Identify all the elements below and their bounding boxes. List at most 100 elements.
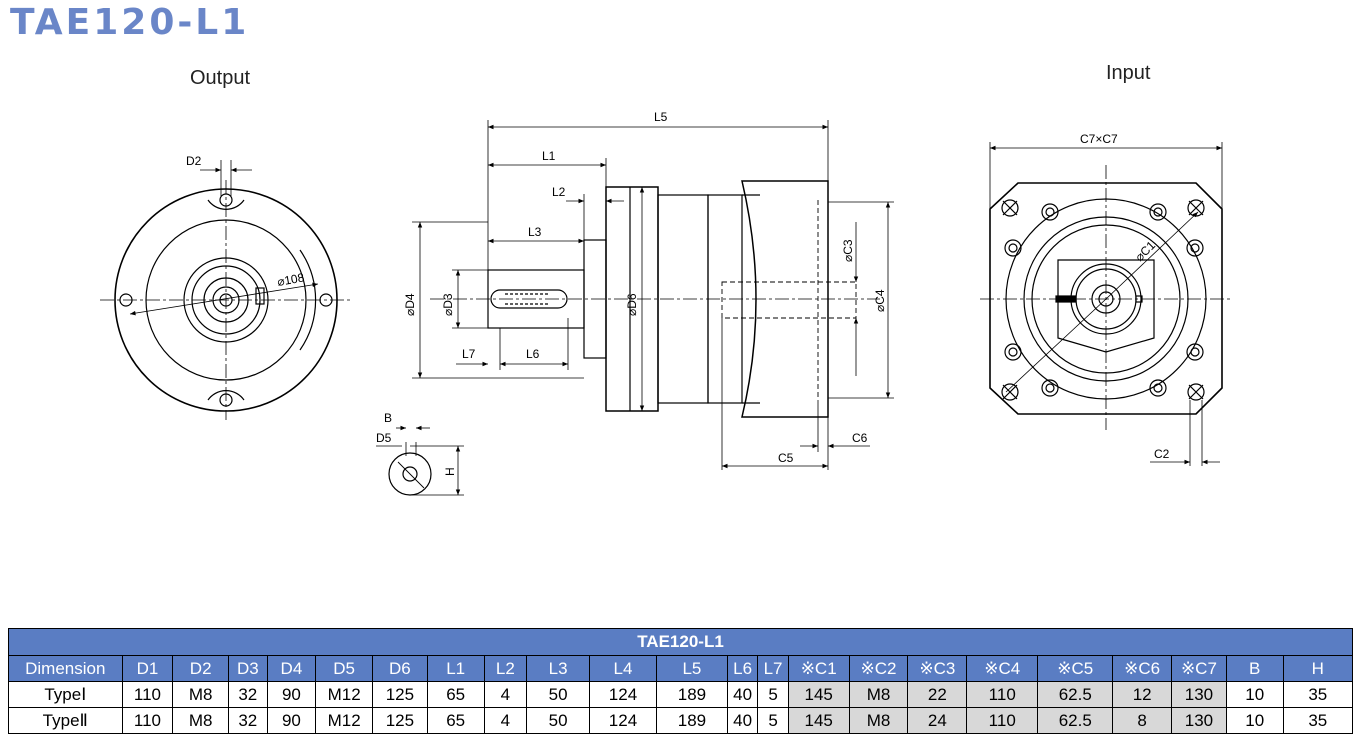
dim-d2-label: D2 — [186, 154, 202, 168]
dim-c3-label: ⌀C3 — [841, 239, 855, 262]
table-cell: 35 — [1282, 707, 1354, 734]
table-header-cell: L6 — [726, 655, 759, 682]
table-cell: 5 — [757, 681, 789, 708]
table-cell: 145 — [787, 707, 850, 734]
table-cell: 4 — [483, 707, 528, 734]
dim-d3-label: ⌀D3 — [441, 293, 455, 316]
table-cell: M8 — [848, 681, 909, 708]
table-header-cell: L7 — [757, 655, 789, 682]
table-header-cell: H — [1282, 655, 1354, 682]
table-caption: TAE120-L1 — [8, 628, 1353, 656]
table-header-cell: D6 — [372, 655, 428, 682]
input-view — [980, 142, 1232, 466]
table-header-cell: B — [1225, 655, 1284, 682]
table-header-cell: D2 — [172, 655, 230, 682]
bolt-holes — [1004, 203, 1204, 397]
table-header-cell: L5 — [655, 655, 728, 682]
table-cell: 65 — [426, 707, 485, 734]
dim-l1-label: L1 — [542, 149, 556, 163]
table-header-cell: L1 — [426, 655, 485, 682]
table-header-cell: D3 — [228, 655, 268, 682]
dim-b-label: B — [384, 411, 392, 425]
key-detail — [376, 425, 464, 496]
table-cell: 4 — [483, 681, 528, 708]
dim-d6-label: ⌀D6 — [625, 293, 639, 316]
table-header-cell: ※C3 — [907, 655, 968, 682]
table-cell: M12 — [315, 681, 374, 708]
dim-d4-label: ⌀D4 — [403, 293, 417, 316]
dim-c2-label: C2 — [1154, 447, 1170, 461]
table-cell: 130 — [1171, 681, 1227, 708]
table-cell: 90 — [266, 707, 317, 734]
table-header-cell: ※C5 — [1037, 655, 1114, 682]
table-cell: 24 — [907, 707, 968, 734]
table-cell: 110 — [121, 681, 174, 708]
technical-drawing: D2 ⌀108 — [100, 110, 1232, 496]
table-cell: M12 — [315, 707, 374, 734]
table-header-cell: D1 — [121, 655, 174, 682]
dim-c7c7-label: C7×C7 — [1080, 132, 1118, 146]
table-cell: 10 — [1225, 681, 1284, 708]
table-header-cell: ※C7 — [1171, 655, 1227, 682]
table-cell: 12 — [1112, 681, 1173, 708]
table-header-cell: L4 — [589, 655, 657, 682]
table-cell: 32 — [228, 681, 268, 708]
table-cell: M8 — [172, 707, 230, 734]
table-cell: 125 — [372, 681, 428, 708]
output-view — [100, 160, 352, 420]
table-cell: 32 — [228, 707, 268, 734]
table-cell: 50 — [526, 681, 591, 708]
dim-dia108-label: ⌀108 — [276, 270, 306, 289]
dim-c4-label: ⌀C4 — [873, 289, 887, 312]
dim-c5-label: C5 — [778, 451, 794, 465]
table-cell: 125 — [372, 707, 428, 734]
dim-l2-label: L2 — [552, 185, 566, 199]
dim-c6-label: C6 — [852, 431, 868, 445]
table-cell: 189 — [655, 681, 728, 708]
table-header-cell: D5 — [315, 655, 374, 682]
table-cell: 50 — [526, 707, 591, 734]
table-cell: 62.5 — [1037, 681, 1114, 708]
table-cell: 124 — [589, 707, 657, 734]
table-cell: 189 — [655, 707, 728, 734]
table-cell: 5 — [757, 707, 789, 734]
table-row-header: TypeⅠ — [8, 681, 123, 708]
table-cell: 10 — [1225, 707, 1284, 734]
table-cell: 8 — [1112, 707, 1173, 734]
table-header-cell: L3 — [526, 655, 591, 682]
table-cell: 65 — [426, 681, 485, 708]
table-cell: 124 — [589, 681, 657, 708]
output-view-label: Output — [190, 67, 251, 89]
page-title: TAE120-L1 — [10, 2, 250, 43]
table-cell: 40 — [726, 681, 759, 708]
dim-d5-label: D5 — [376, 431, 392, 445]
table-cell: 62.5 — [1037, 707, 1114, 734]
dim-h-label: H — [443, 467, 457, 476]
dim-l7-label: L7 — [462, 347, 476, 361]
table-header-cell: Dimension — [8, 655, 123, 682]
table-header-cell: D4 — [266, 655, 317, 682]
table-header-cell: ※C6 — [1112, 655, 1173, 682]
table-header-cell: ※C2 — [848, 655, 909, 682]
table-header-cell: ※C1 — [787, 655, 850, 682]
table-header-cell: L2 — [483, 655, 528, 682]
dim-l5-label: L5 — [654, 110, 668, 124]
table-cell: M8 — [848, 707, 909, 734]
table-cell: 110 — [121, 707, 174, 734]
table-cell: 22 — [907, 681, 968, 708]
table-cell: 130 — [1171, 707, 1227, 734]
table-cell: 90 — [266, 681, 317, 708]
table-cell: M8 — [172, 681, 230, 708]
table-row-header: TypeⅡ — [8, 707, 123, 734]
input-view-label: Input — [1106, 62, 1151, 84]
table-cell: 35 — [1282, 681, 1354, 708]
table-cell: 40 — [726, 707, 759, 734]
table-cell: 110 — [966, 681, 1039, 708]
side-view — [412, 120, 894, 470]
dim-l3-label: L3 — [528, 225, 542, 239]
table-cell: 110 — [966, 707, 1039, 734]
